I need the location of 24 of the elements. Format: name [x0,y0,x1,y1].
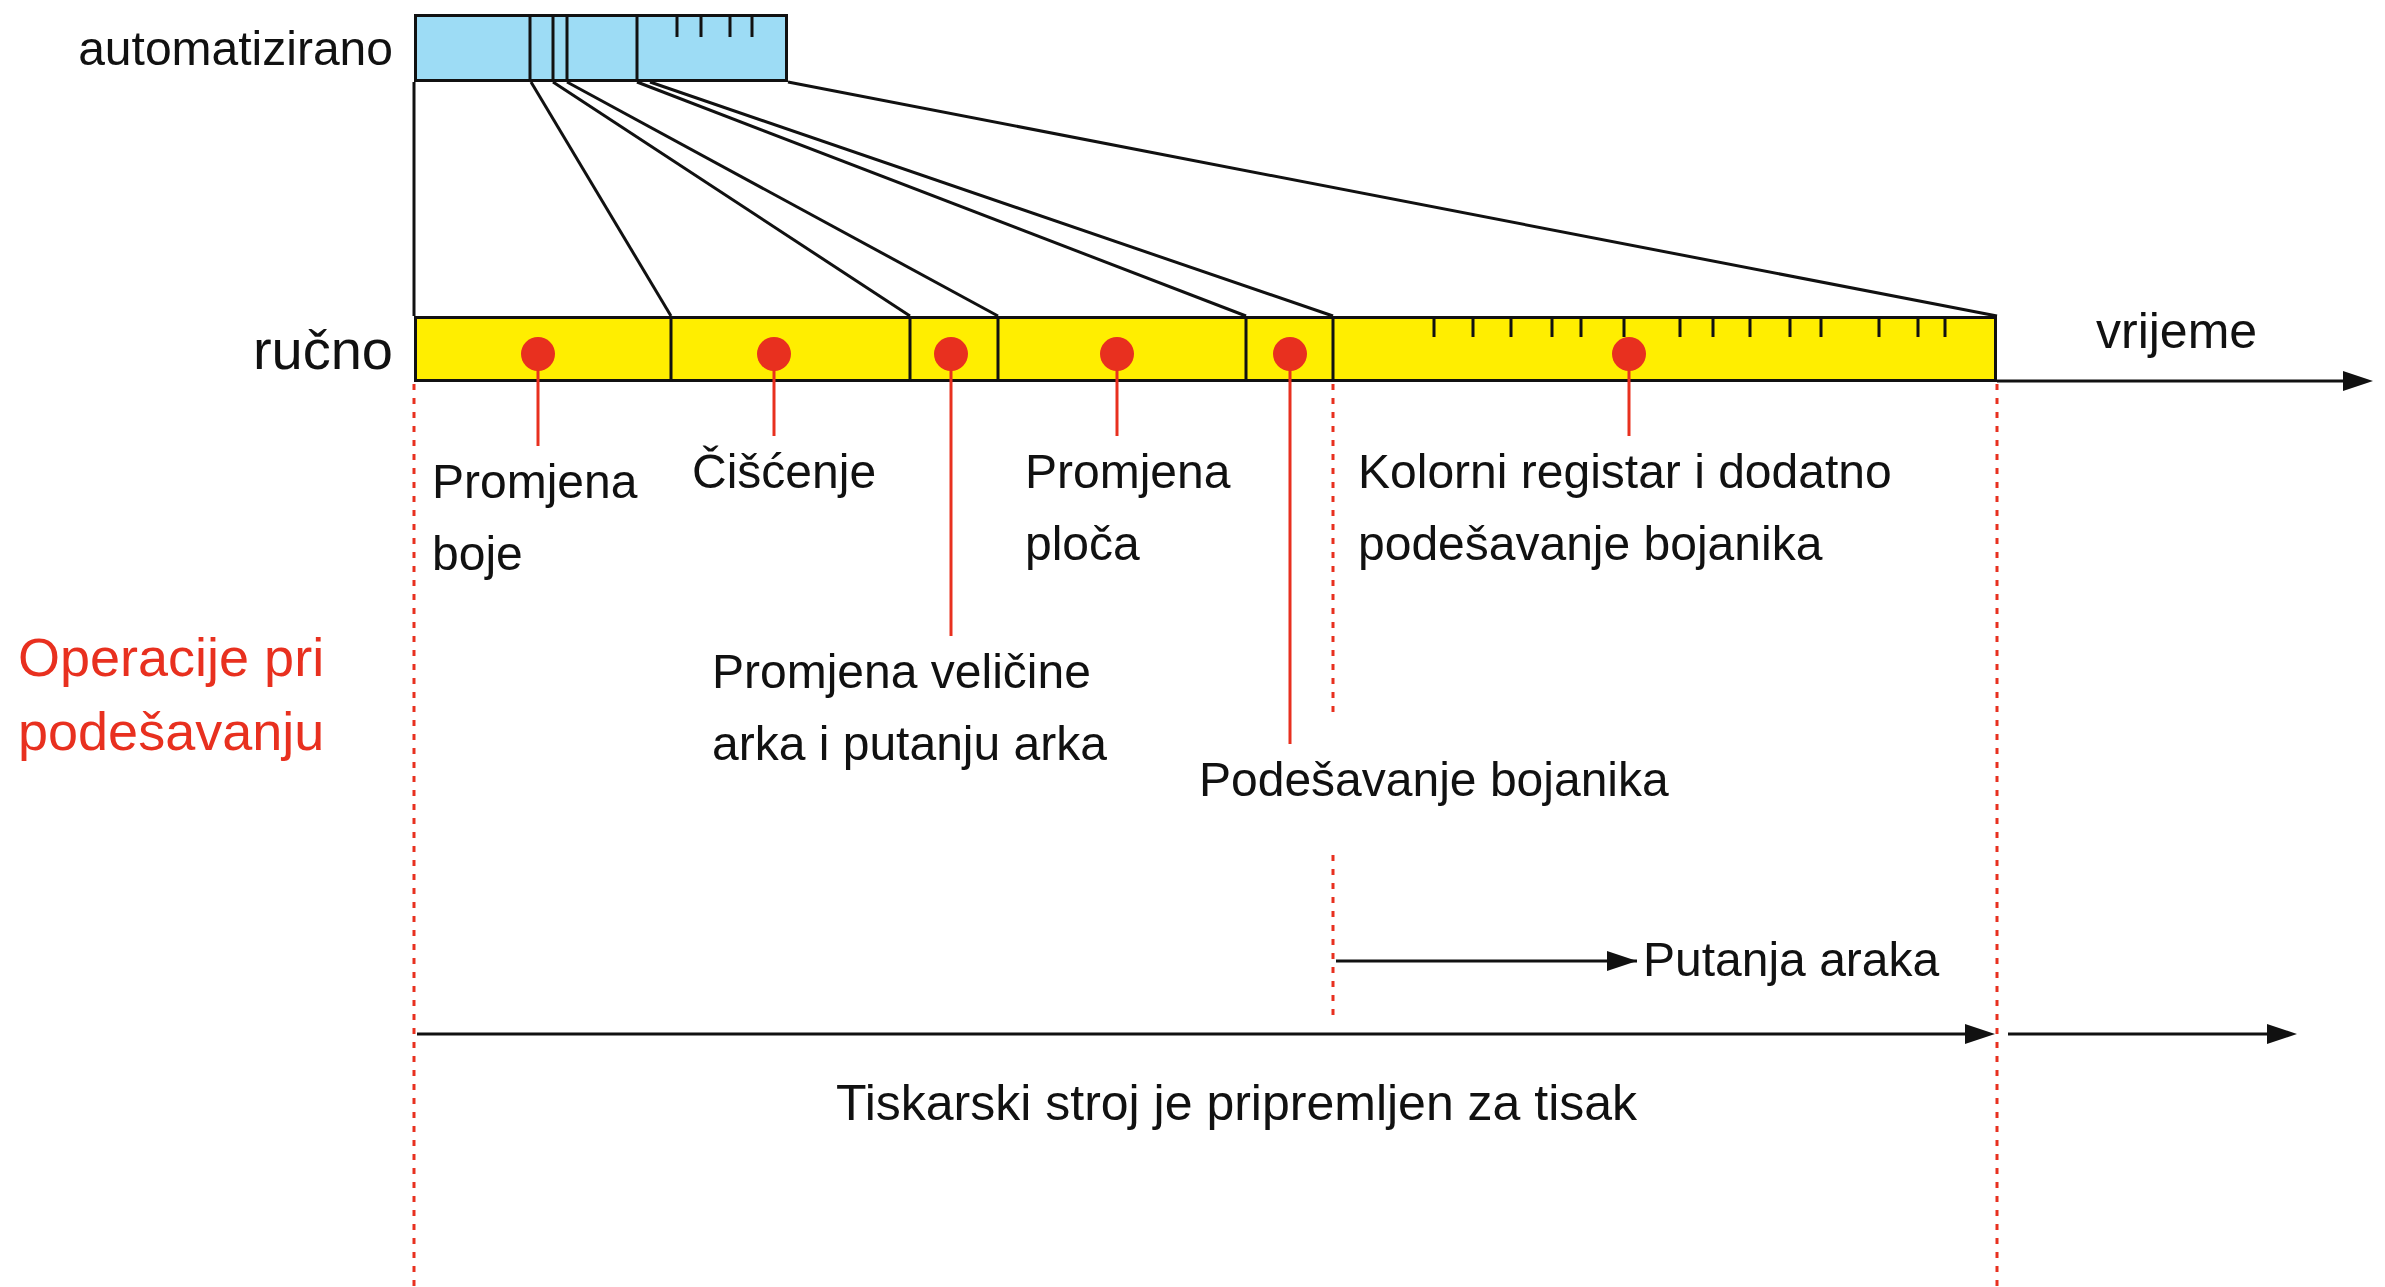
operation-label: Promjena ploča [1025,436,1285,580]
projection-line [566,80,999,318]
section-heading: Operacije pri podešavanju [18,626,326,763]
note-label: Tiskarski stroj je pripremljen za tisak [836,1074,1639,1133]
projection-line [412,82,416,316]
arrow [1336,951,1637,971]
operation-label: Putanja araka [1643,924,1983,996]
axis-label: vrijeme [2096,302,2259,361]
leader-line [932,335,970,636]
leader-line [755,335,793,436]
bar-label: automatizirano [78,20,393,76]
leader-line [1271,335,1309,744]
leader-line [1610,335,1648,436]
operation-label: Promjena veličine arka i putanju arka [712,636,1192,780]
operation-label: Kolorni registar i dodatno podešavanje bojanika [1358,436,2018,580]
leader-line [519,335,557,446]
leader-line [1098,335,1136,436]
operation-label: Čišćenje [692,436,992,508]
operation-label: Promjena boje [432,446,682,590]
projection-line [529,81,673,317]
projection-line [787,80,1998,318]
bar-label: ručno [252,316,393,382]
operation-label: Podešavanje bojanika [1199,744,1759,816]
projection-line [552,80,911,318]
